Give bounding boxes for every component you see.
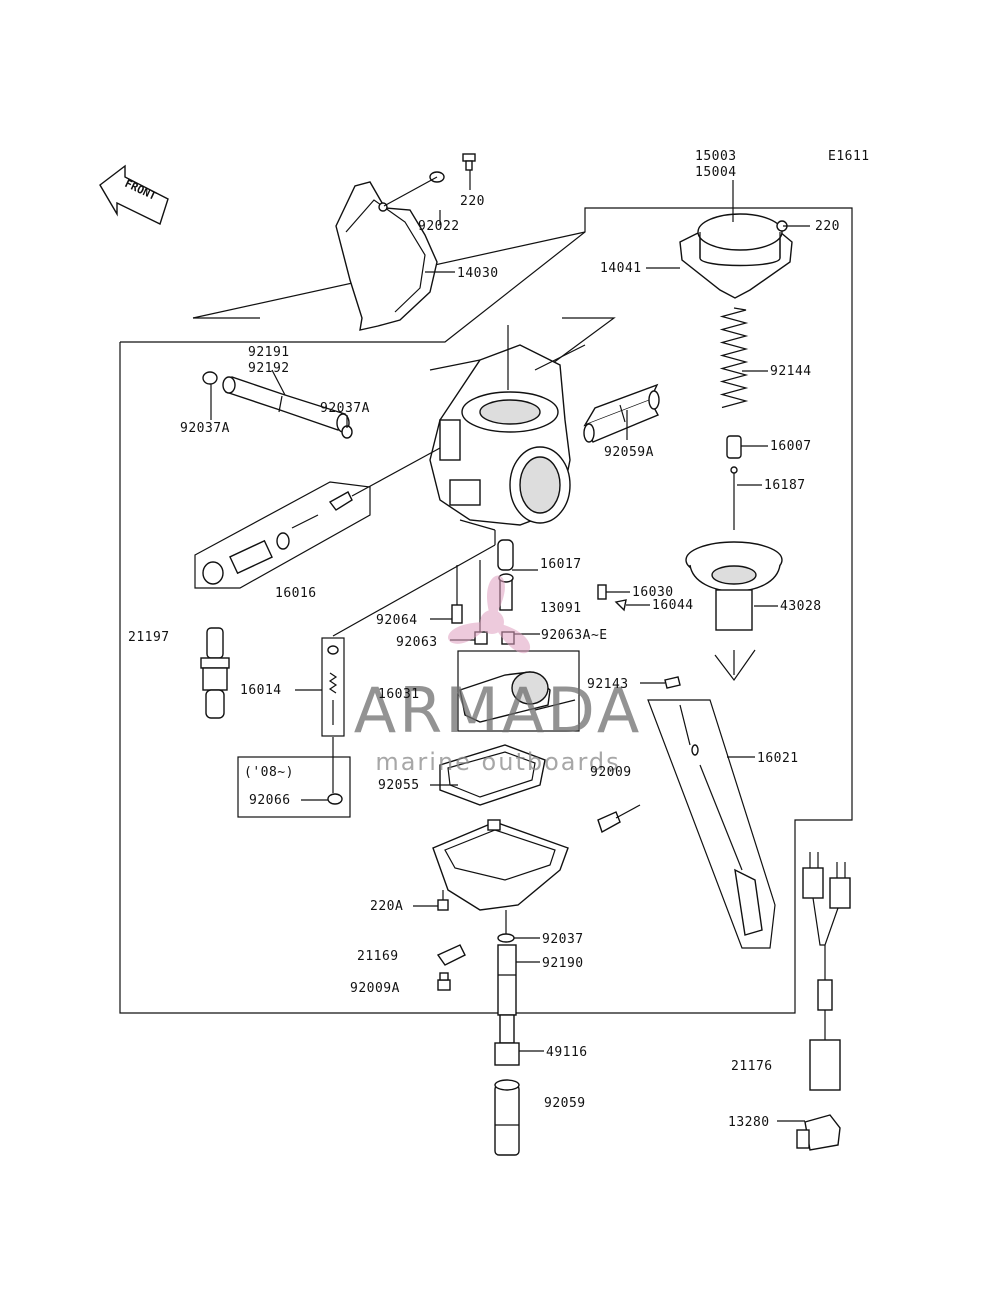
part-label: 16014: [240, 683, 282, 698]
part-label: 15004: [695, 165, 737, 180]
part-label: 16044: [652, 598, 694, 613]
part-label: 92190: [542, 956, 584, 971]
float-chamber: [432, 804, 641, 911]
drain-tube-92059: [494, 1079, 520, 1156]
watermark-brand: ARMADA: [354, 674, 642, 747]
retainer-16007: [726, 435, 742, 459]
part-label: 43028: [780, 599, 822, 614]
part-label: 220: [460, 194, 485, 209]
clip-16030: [597, 584, 607, 600]
screw-92009A: [437, 972, 451, 991]
part-label: 16017: [540, 557, 582, 572]
top-cap-part: [679, 213, 793, 299]
watermark-tagline: marine outboards: [375, 748, 620, 776]
part-label: 92037A: [320, 401, 370, 416]
throttle-cable-16021: [647, 699, 776, 949]
ring-16044: [614, 599, 627, 612]
part-label: 92009: [590, 765, 632, 780]
part-label: 92144: [770, 364, 812, 379]
part-label: 92063A~E: [541, 628, 608, 643]
part-label: 14041: [600, 261, 642, 276]
part-label: 21176: [731, 1059, 773, 1074]
part-label: 21169: [357, 949, 399, 964]
jet-92064: [451, 565, 463, 624]
part-label: 16016: [275, 586, 317, 601]
part-label: 16030: [632, 585, 674, 600]
part-label: 92064: [376, 613, 418, 628]
part-label: 92191: [248, 345, 290, 360]
part-label: 16021: [757, 751, 799, 766]
armada-logo-icon: [448, 575, 530, 654]
part-label: 14030: [457, 266, 499, 281]
part-label: 220: [815, 219, 840, 234]
choke-plunger-21197: [200, 627, 230, 719]
valve-92143: [664, 676, 681, 689]
part-label: 92022: [418, 219, 460, 234]
spring-coil: [719, 307, 749, 409]
drain-hose-92190: [497, 910, 517, 1016]
screw-220A: [437, 890, 449, 911]
spring-92144: [719, 307, 749, 409]
needle-16187: [730, 466, 738, 530]
washer-92022: [383, 171, 445, 207]
screw-220-top: [462, 153, 476, 190]
part-label: 13091: [540, 601, 582, 616]
leader-lines: [210, 180, 810, 1122]
part-label: 16187: [764, 478, 806, 493]
part-label: 49116: [546, 1045, 588, 1060]
part-label: 15003: [695, 149, 737, 164]
diaphragm-43028: [685, 541, 783, 682]
part-label: 92037A: [180, 421, 230, 436]
part-label: 92037: [542, 932, 584, 947]
float-16031: [457, 650, 580, 732]
carb-cover-part: [335, 181, 438, 331]
part-label: 16007: [770, 439, 812, 454]
part-label: 16031: [378, 687, 420, 702]
part-label: 21197: [128, 630, 170, 645]
part-label: 92063: [396, 635, 438, 650]
fitting-49116: [494, 1014, 520, 1066]
clip-92037A-left: [202, 371, 218, 385]
part-label: 220A: [370, 899, 403, 914]
jet-needle-16017: [497, 539, 514, 611]
part-label: 92066: [249, 793, 291, 808]
bracket-21169: [436, 944, 466, 966]
diagram-code: E1611: [828, 149, 870, 164]
part-label: 92143: [587, 677, 629, 692]
wire-harness-21176: [802, 852, 851, 1091]
pump-kit-16014: [321, 544, 496, 737]
part-label: ('08~): [244, 765, 294, 780]
part-label: 92059A: [604, 445, 654, 460]
pilot-screw-kit: [194, 447, 441, 589]
part-label: 92055: [378, 778, 420, 793]
part-label: 92009A: [350, 981, 400, 996]
year-box-08: [237, 737, 351, 818]
part-label: 92192: [248, 361, 290, 376]
part-label: 92059: [544, 1096, 586, 1111]
hose-92059A: [583, 383, 660, 443]
front-arrow-icon: FRONT: [99, 164, 169, 225]
part-label: 13280: [728, 1115, 770, 1130]
hose-92191: [222, 376, 350, 433]
carburetor-body: [429, 325, 586, 545]
switch-13280: [796, 1114, 841, 1151]
watermark: ARMADA marine outboards: [354, 575, 642, 776]
